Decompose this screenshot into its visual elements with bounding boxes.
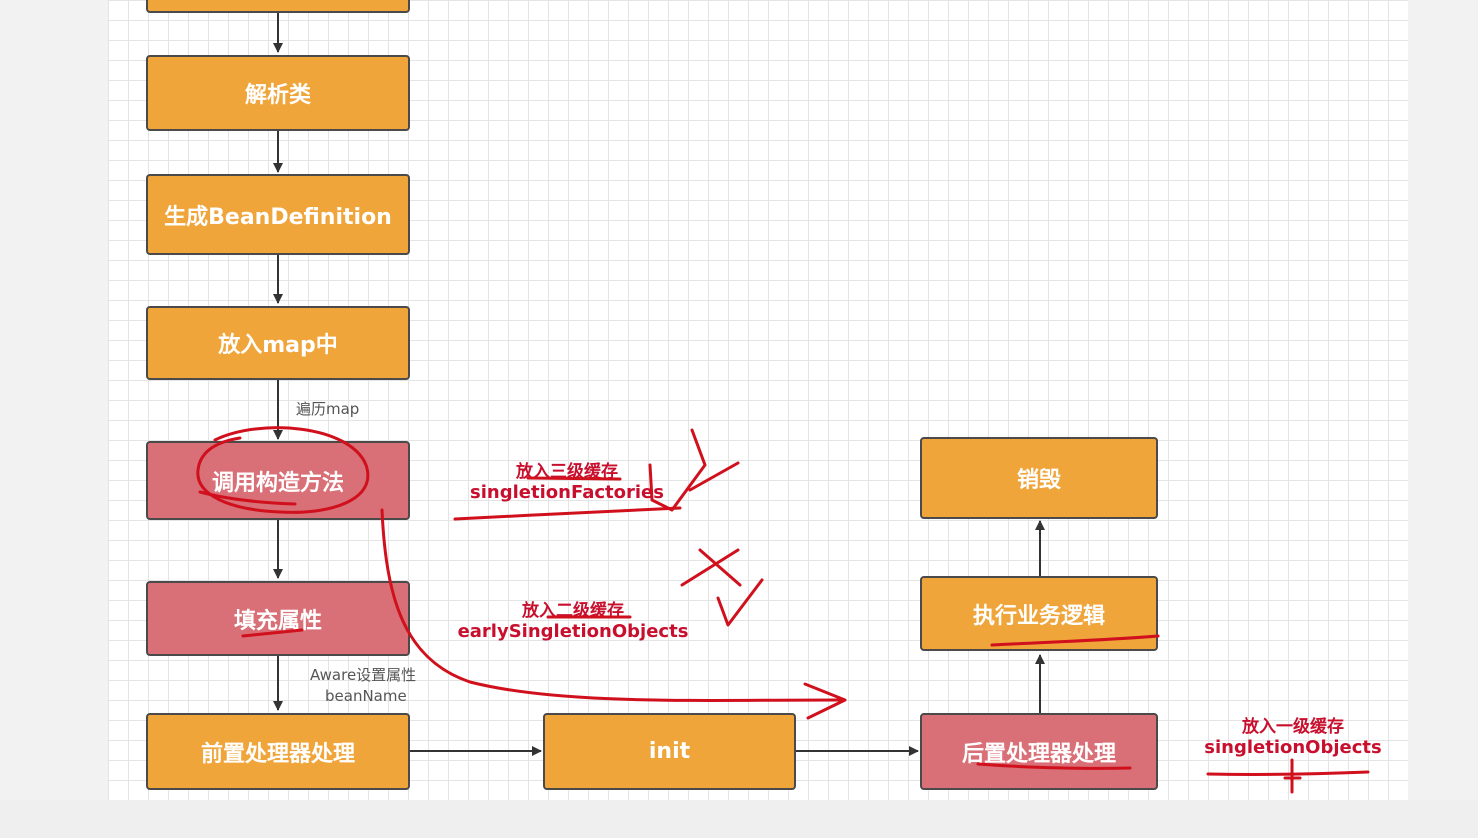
annotation-third-cache-name: singletionFactories <box>470 482 664 503</box>
node-gen-bean-definition[interactable]: 生成BeanDefinition <box>146 174 410 255</box>
node-fill-properties-label: 填充属性 <box>233 608 322 634</box>
edge-label-iterate-map: 遍历map <box>296 400 360 418</box>
annotation-first-cache-name: singletionObjects <box>1204 737 1382 758</box>
node-call-constructor-label: 调用构造方法 <box>211 470 344 496</box>
pen-arrowhead <box>803 682 847 720</box>
node-parse-class[interactable]: 解析类 <box>146 55 410 131</box>
node-destroy-label: 销毁 <box>1016 468 1061 493</box>
node-put-map[interactable]: 放入map中 <box>146 306 410 380</box>
pen-underline-post-processor <box>976 762 1132 770</box>
pen-x-mark <box>680 548 764 627</box>
node-post-processor[interactable]: 后置处理器处理 <box>920 713 1158 790</box>
pen-underline-first-cache <box>1206 770 1370 776</box>
bottom-bar <box>0 800 1478 838</box>
node-top-partial[interactable] <box>146 0 410 13</box>
node-init-label: init <box>648 739 691 764</box>
node-post-processor-label: 后置处理器处理 <box>961 741 1116 767</box>
pen-curve-to-init <box>380 508 842 702</box>
node-business-logic-label: 执行业务逻辑 <box>972 603 1105 629</box>
pen-circle-constructor <box>196 426 370 514</box>
annotation-second-cache-name: earlySingletionObjects <box>457 621 689 642</box>
node-init[interactable]: init <box>543 713 796 790</box>
node-pre-processor[interactable]: 前置处理器处理 <box>146 713 410 790</box>
annotation-first-cache: 放入一级缓存 singletionObjects <box>1198 712 1388 758</box>
node-parse-class-label: 解析类 <box>244 83 311 108</box>
node-destroy[interactable]: 销毁 <box>920 437 1158 519</box>
node-gen-bean-definition-label: 生成BeanDefinition <box>164 204 392 230</box>
pen-underline-constructor <box>198 490 297 506</box>
pen-check-mark <box>648 428 740 512</box>
pen-underline-third-cache-title <box>526 476 622 481</box>
node-put-map-label: 放入map中 <box>218 333 338 358</box>
edge-label-aware: Aware设置属性 <box>310 666 417 684</box>
diagram-canvas <box>108 0 1408 800</box>
pen-cursor-mark <box>1283 758 1302 794</box>
pen-underline-third-cache <box>453 506 682 521</box>
node-pre-processor-label: 前置处理器处理 <box>200 741 355 767</box>
pen-underline-business <box>990 634 1160 647</box>
edge-label-beanname: beanName <box>325 687 407 705</box>
pen-underline-fill-props <box>241 628 304 638</box>
node-fill-properties[interactable]: 填充属性 <box>146 581 410 656</box>
annotation-first-cache-title: 放入一级缓存 <box>1242 717 1344 737</box>
